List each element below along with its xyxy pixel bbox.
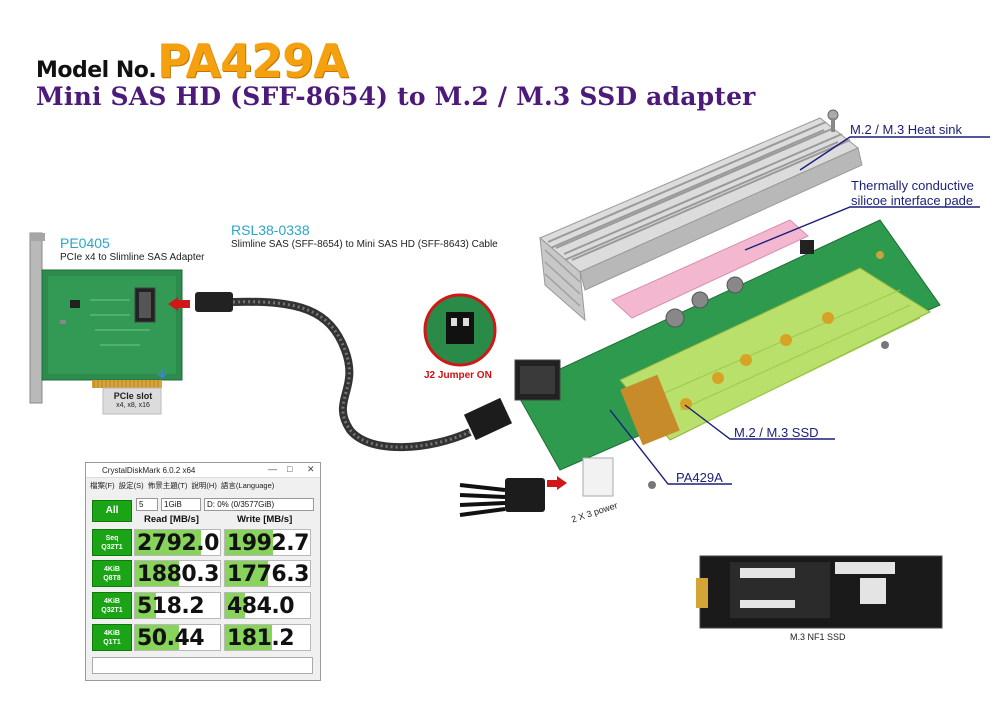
4k-q32t1-read-cell: 518.2 (134, 592, 221, 619)
heat-sink-callout: M.2 / M.3 Heat sink (850, 122, 962, 137)
comment-input[interactable] (92, 657, 313, 674)
pcie-slot-label: PCIe slot (113, 391, 153, 401)
4k-q1t1-read-bar (135, 625, 180, 650)
4k-q32t1-write-cell: 484.0 (224, 592, 311, 619)
power-cable-image (459, 478, 545, 517)
leader-lines (609, 136, 990, 485)
pcie-slot-sub: x4, x8, x16 (116, 402, 150, 409)
4k-q8t8-write-cell: 1776.3 (224, 560, 311, 587)
close-icon[interactable]: ✕ (307, 464, 315, 474)
4k-q1t1-write-bar (225, 625, 272, 650)
4k-q8t8-read-bar (135, 561, 180, 586)
window-titlebar: CrystalDiskMark 6.0.2 x64 — □ ✕ (86, 463, 320, 478)
thermal-callout-line1: Thermally conductive (851, 178, 974, 193)
4k-q8t8-write-bar (225, 561, 268, 586)
drive-select[interactable]: D: 0% (0/3577GiB) (204, 498, 314, 511)
maximize-icon[interactable]: □ (287, 464, 293, 474)
4k-q8t8-read-cell: 1880.3 (134, 560, 221, 587)
model-label: Model No. : (36, 58, 172, 83)
nf1-callout: M.3 NF1 SSD (790, 632, 846, 642)
window-title: CrystalDiskMark 6.0.2 x64 (102, 466, 196, 475)
write-header: Write [MB/s] (237, 514, 293, 525)
all-button[interactable]: All (92, 500, 132, 522)
menu-bar[interactable]: 檔案(F) 設定(S) 佈景主題(T) 說明(H) 語言(Language) (90, 481, 275, 490)
4k-q1t1-write-cell: 181.2 (224, 624, 311, 651)
product-callout: PA429A (676, 470, 723, 485)
4k-q32t1-read-bar (135, 593, 157, 618)
seq-read-cell: 2792.0 (134, 529, 221, 556)
read-header: Read [MB/s] (144, 514, 199, 525)
pe0405-name: PE0405 (60, 235, 110, 251)
crystaldiskmark-window: CrystalDiskMark 6.0.2 x64 — □ ✕ 檔案(F) 設定… (85, 462, 321, 681)
count-select[interactable]: 5 (136, 498, 158, 511)
seq-read-bar (135, 530, 202, 555)
pa429a-board-image (514, 219, 941, 497)
jumper-callout: J2 Jumper ON (424, 370, 492, 381)
model-number: PA429A (157, 34, 349, 88)
nf1-ssd-image (696, 555, 943, 629)
minimize-icon[interactable]: — (268, 464, 277, 474)
4k-q32t1-write-bar (225, 593, 246, 618)
jumper-detail-image (423, 293, 497, 367)
4k-q1t1-read-cell: 50.44 (134, 624, 221, 651)
pe0405-description: PCIe x4 to Slimline SAS Adapter (60, 252, 205, 263)
page-title: Mini SAS HD (SFF-8654) to M.2 / M.3 SSD … (36, 82, 756, 111)
cable-description: Slimline SAS (SFF-8654) to Mini SAS HD (… (231, 239, 498, 250)
heat-sink-image (539, 109, 863, 322)
seq-write-cell: 1992.7 (224, 529, 311, 556)
cable-image (195, 292, 513, 452)
cable-name: RSL38-0338 (231, 222, 310, 238)
size-select[interactable]: 1GiB (161, 498, 201, 511)
thermal-callout-line2: silicoe interface pade (851, 193, 974, 208)
ssd-callout: M.2 / M.3 SSD (734, 425, 819, 440)
seq-write-bar (225, 530, 273, 555)
pe0405-card-image (29, 232, 183, 415)
